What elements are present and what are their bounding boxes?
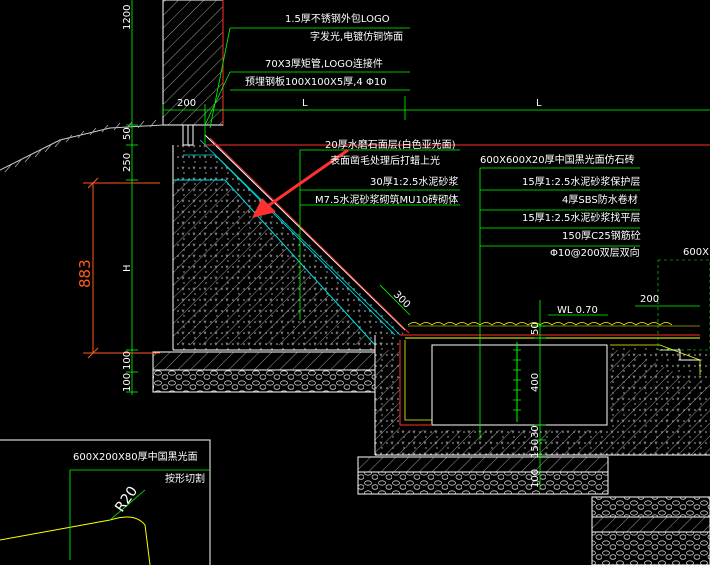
slope-masonry: [172, 124, 410, 395]
pool-structure: [374, 322, 710, 456]
label-embed-plate: 预埋钢板100X100X5厚,4 Φ10: [245, 75, 387, 88]
dim-L-left: L: [302, 98, 308, 109]
label-masonry: M7.5水泥砂浆砌筑MU10砖砌体: [315, 193, 458, 206]
dim-chain-left: [126, 0, 138, 395]
label-steel-cover: 1.5厚不锈钢外包LOGO: [285, 12, 390, 25]
dim-top: [162, 96, 710, 145]
dim-200-right: 200: [640, 294, 659, 305]
dim-50: 50: [122, 127, 133, 140]
dim-30: 30: [530, 425, 541, 438]
label-protect: 15厚1:2.5水泥砂浆保护层: [522, 175, 640, 188]
dim-150: 150: [530, 439, 541, 458]
dim-chain-pool: [534, 300, 546, 490]
dim-250: 250: [122, 153, 133, 172]
water-level: WL 0.70: [557, 305, 598, 316]
label-steel-cover-note: 字发光,电镀仿铜饰面: [310, 30, 403, 43]
dim-100a: 100: [122, 351, 133, 370]
label-finish: 20厚水磨石面层(白色亚光面): [325, 138, 456, 151]
dim-600-right: 600X: [683, 247, 709, 258]
dim-883: [83, 177, 160, 359]
dim-50b: 50: [530, 322, 541, 335]
label-surface: 表面凿毛处理后打蜡上光: [330, 154, 440, 167]
pool-right-wall: [657, 259, 710, 351]
red-arrow: [252, 148, 349, 218]
dim-200-top: 200: [177, 98, 196, 109]
dim-100b: 100: [122, 373, 133, 392]
dim-100c: 100: [530, 469, 541, 488]
ground-left: [0, 119, 164, 173]
label-mortar: 30厚1:2.5水泥砂浆: [370, 175, 458, 188]
label-stone: 600X600X20厚中国黑光面仿石砖: [480, 153, 635, 166]
leaders: [204, 27, 700, 440]
detail-title: 600X200X80厚中国黑光面: [73, 450, 198, 463]
detail-note: 按形切割: [165, 472, 205, 485]
detail-radius: R20: [112, 484, 141, 516]
dim-883: 883: [76, 259, 94, 288]
label-sbs: 4厚SBS防水卷材: [562, 193, 638, 206]
dim-400: 400: [530, 373, 541, 392]
label-tube: 70X3厚矩管,LOGO连接件: [265, 57, 383, 70]
foundation-left: [152, 351, 376, 393]
dim-H: H: [122, 264, 133, 272]
dim-300: 300: [391, 289, 412, 310]
dim-L-right: L: [536, 98, 542, 109]
detail-box: [0, 439, 211, 565]
label-level: 15厚1:2.5水泥砂浆找平层: [522, 211, 640, 224]
label-concrete: 150厚C25钢筋砼: [562, 229, 641, 242]
foundation-pool: [357, 456, 710, 565]
dim-1200: 1200: [122, 5, 133, 30]
label-rebar: Φ10@200双层双向: [550, 246, 640, 259]
